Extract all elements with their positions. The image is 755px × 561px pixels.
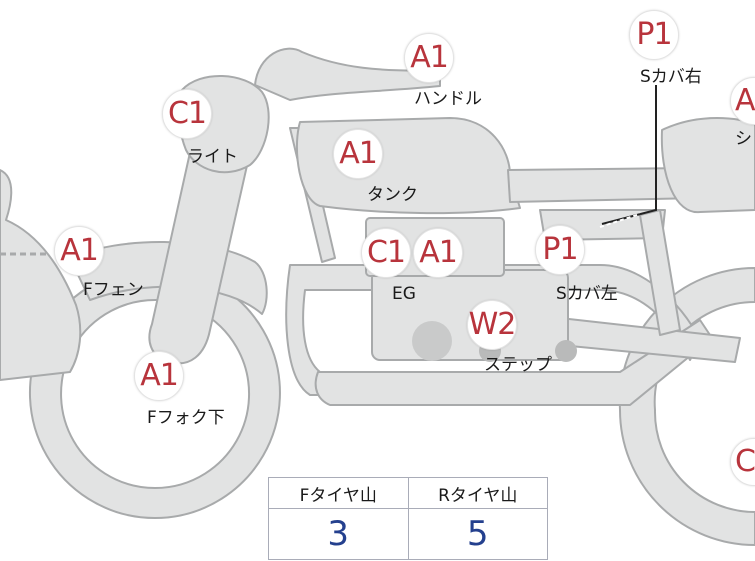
front-fender-grade-badge: A1: [54, 226, 104, 276]
side-cover-right-grade-badge: P1: [629, 10, 679, 60]
rear-tire: [618, 266, 755, 546]
front-fender-label: Fフェン: [83, 280, 144, 300]
front-tire-value: 3: [268, 508, 409, 560]
handle-label: ハンドル: [414, 89, 482, 109]
light-label: ライト: [187, 147, 238, 167]
tire-tread-table: Fタイヤ山 Rタイヤ山 3 5: [268, 477, 548, 560]
side-cover-right-label: Sカバ右: [640, 67, 702, 87]
engine-c-grade-badge: C1: [361, 228, 411, 278]
front-tire-header: Fタイヤ山: [268, 477, 409, 509]
rear-tire-value: 5: [407, 508, 548, 560]
tank-label: タンク: [367, 185, 418, 205]
engine-a-grade-badge: A1: [413, 228, 463, 278]
engine-cover-circle: [412, 321, 452, 361]
light-grade-badge: C1: [162, 89, 212, 139]
step-peg-right: [555, 340, 577, 362]
handle-grade-badge: A1: [404, 33, 454, 83]
tank-grade-badge: A1: [333, 129, 383, 179]
rear-grade-badge: C: [730, 438, 755, 486]
front-fork-lower-grade-badge: A1: [134, 351, 184, 401]
side-cover-left-label: Sカバ左: [556, 284, 618, 304]
frame-bottom-rail: [314, 319, 713, 406]
seat-grade-badge: A: [730, 77, 755, 125]
rear-cowl: [660, 117, 755, 214]
step-grade-badge: W2: [467, 300, 517, 350]
side-cover-left-grade-badge: P1: [535, 225, 585, 275]
front-fork-lower-label: Fフォク下: [147, 408, 225, 428]
rear-frame-upright: [639, 209, 681, 336]
seat-label: シ: [735, 129, 752, 149]
side-cover-right-leader-dash: [599, 213, 641, 228]
table-value-row: 3 5: [268, 508, 548, 560]
front-cowl: [0, 169, 82, 381]
side-cover-right-leader: [601, 85, 657, 225]
engine-label: EG: [392, 284, 416, 304]
step-label: ステップ: [484, 355, 552, 375]
table-header-row: Fタイヤ山 Rタイヤ山: [268, 477, 548, 509]
handlebar: [254, 47, 441, 101]
rear-tire-header: Rタイヤ山: [407, 477, 548, 509]
